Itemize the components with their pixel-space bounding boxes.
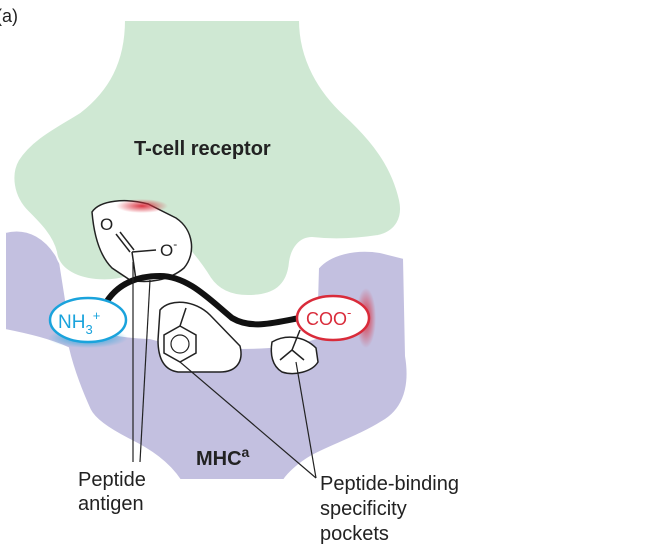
right-side-chain-3: [291, 349, 305, 361]
carboxyl-single-bond: [131, 249, 157, 253]
pocket-left: [157, 301, 242, 373]
side-chain-oxide-charge: -: [173, 237, 177, 251]
side-chain-oxygen: O: [100, 215, 113, 234]
tcr-label: T-cell receptor: [134, 138, 271, 160]
amino-terminus-label: NH3+: [58, 308, 100, 337]
pockets-line-2: specificity: [320, 498, 407, 520]
pocket-right: [270, 336, 319, 375]
peptide-antigen-line-1: Peptide: [78, 469, 146, 491]
peptide-antigen-label: Peptide antigen: [78, 469, 151, 515]
amino-terminus-oval: [48, 296, 128, 344]
carboxy-terminus-oval: [295, 294, 371, 342]
benzene-stem: [179, 307, 187, 327]
right-side-chain-1: [291, 329, 301, 351]
peptide-antigen-line-2: antigen: [78, 493, 144, 515]
amino-terminus-charge: +: [93, 308, 101, 323]
carbonyl-double-bond: [115, 233, 131, 253]
pocket-leader-line-left: [179, 361, 317, 479]
panel-label: (a): [0, 6, 18, 26]
pockets-label: Peptide-binding specificity pockets: [320, 473, 465, 545]
peptide-leader-line-2: [139, 279, 151, 463]
benzene-inner-ring: [170, 334, 190, 354]
side-chain-oxide: O-: [160, 237, 177, 260]
right-side-chain-2: [279, 349, 293, 361]
mhc-label: MHCa: [196, 444, 250, 470]
pocket-leader-line-right: [295, 361, 317, 479]
carboxylate-charge-glow: [116, 199, 168, 213]
carbonyl-double-bond-2: [119, 231, 135, 251]
peptide-backbone: [101, 272, 303, 328]
carboxy-terminus-charge: -: [347, 305, 351, 320]
mhc-superscript: a: [242, 444, 250, 460]
pockets-line-3: pockets: [320, 523, 389, 545]
pockets-line-1: Peptide-binding: [320, 473, 459, 495]
amino-terminus-subscript: 3: [85, 322, 92, 337]
side-chain-stem: [131, 251, 137, 281]
carboxy-terminus-label: COO-: [306, 305, 351, 329]
